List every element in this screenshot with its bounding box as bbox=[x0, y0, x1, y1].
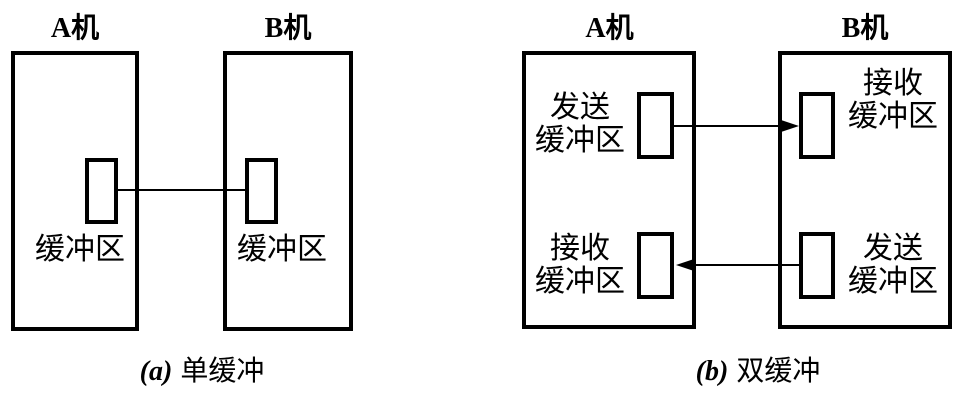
buffer-rect-b bbox=[245, 158, 278, 224]
label-line2: 缓冲区 bbox=[848, 265, 938, 298]
connector-line bbox=[117, 189, 246, 191]
machine-b-title: B机 bbox=[264, 13, 312, 44]
arrow-line bbox=[690, 264, 800, 266]
buffer-label-a: 缓冲区 bbox=[35, 233, 125, 266]
machine-a-title: A机 bbox=[585, 13, 634, 44]
machine-b-box bbox=[223, 51, 353, 331]
recv-buffer-rect-a bbox=[637, 232, 674, 299]
buffer-rect-a bbox=[85, 158, 118, 224]
send-buffer-label-a: 发送 缓冲区 bbox=[528, 91, 632, 157]
caption-text: 双缓冲 bbox=[736, 356, 821, 387]
caption-double-buffer: (b)双缓冲 bbox=[608, 355, 908, 388]
machine-a-title: A机 bbox=[50, 13, 100, 44]
machine-a-box bbox=[11, 51, 139, 331]
arrowhead-right-icon bbox=[781, 120, 799, 132]
label-line1: 发送 bbox=[863, 232, 923, 265]
recv-buffer-rect-b bbox=[799, 92, 835, 159]
label-line1: 接收 bbox=[550, 232, 610, 265]
label-line1: 接收 bbox=[863, 67, 923, 100]
caption-prefix: (a) bbox=[139, 356, 173, 387]
send-buffer-rect-a bbox=[637, 92, 674, 159]
caption-single-buffer: (a)单缓冲 bbox=[52, 355, 352, 388]
label-line2: 缓冲区 bbox=[535, 124, 625, 157]
arrow-line bbox=[674, 125, 786, 127]
recv-buffer-label-b: 接收 缓冲区 bbox=[841, 67, 945, 133]
send-buffer-label-b: 发送 缓冲区 bbox=[841, 232, 945, 298]
buffer-label-b: 缓冲区 bbox=[237, 233, 327, 266]
label-line2: 缓冲区 bbox=[535, 265, 625, 298]
machine-b-title: B机 bbox=[841, 13, 889, 44]
arrowhead-left-icon bbox=[676, 259, 694, 271]
label-line1: 发送 bbox=[550, 91, 610, 124]
label-line2: 缓冲区 bbox=[848, 100, 938, 133]
caption-text: 单缓冲 bbox=[180, 356, 265, 387]
caption-prefix: (b) bbox=[695, 356, 729, 387]
send-buffer-rect-b bbox=[799, 232, 835, 299]
recv-buffer-label-a: 接收 缓冲区 bbox=[528, 232, 632, 298]
